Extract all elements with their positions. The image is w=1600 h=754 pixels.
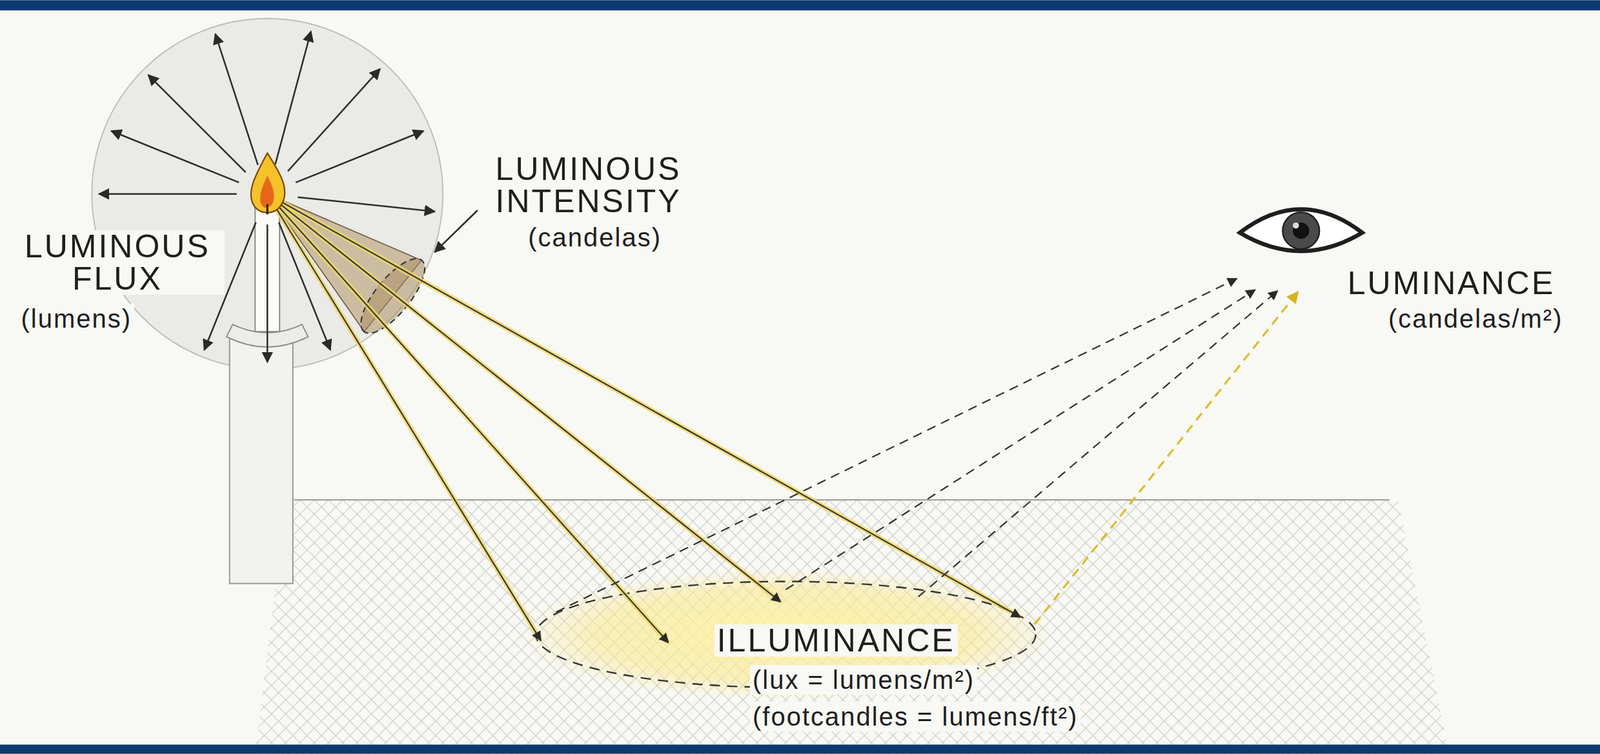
ray-glow	[267, 194, 669, 644]
flux-arrow	[297, 197, 435, 212]
illuminating-rays	[267, 194, 1021, 644]
ray-glow	[267, 194, 781, 603]
quantity-name: LUMINOUS FLUX	[10, 230, 225, 295]
reflected-arrow	[1034, 291, 1298, 625]
quantity-name: ILLUMINANCE	[714, 624, 958, 658]
bottom-bar	[0, 744, 1600, 754]
ray-arrow	[267, 194, 541, 641]
eye-iris	[1282, 212, 1320, 250]
eye-symbol	[1239, 209, 1363, 252]
quantity-name: LUMINANCE	[1345, 267, 1558, 300]
ray-arrow	[267, 194, 1021, 618]
eye-pupil	[1292, 222, 1309, 239]
flame-outer	[251, 152, 286, 213]
wick	[266, 204, 269, 215]
reflected-arrow	[918, 291, 1278, 598]
flux-arrow	[148, 74, 246, 173]
flux-arrows	[98, 31, 435, 363]
unit-label: (footcandles = lumens/ft²)	[749, 702, 1081, 732]
reflected-arrow	[556, 278, 1238, 613]
unit-label: (candelas)	[525, 222, 665, 253]
flux-arrow	[266, 224, 269, 363]
candle-column	[229, 336, 294, 585]
floor-hatching	[254, 500, 1449, 754]
pointer-arrow	[435, 210, 478, 253]
ray-glow	[267, 194, 541, 641]
reflected-rays	[556, 278, 1298, 625]
top-bar	[0, 0, 1600, 11]
reflected-arrow	[785, 289, 1255, 590]
ray-arrow	[267, 194, 781, 603]
ray-arrow	[267, 194, 669, 644]
horizon-line	[293, 499, 1390, 501]
eye-outline	[1239, 209, 1363, 252]
ray-glow	[267, 194, 1021, 618]
quantity-name: LUMINOUS INTENSITY	[493, 152, 708, 218]
flux-arrow	[98, 192, 237, 195]
flux-arrow	[274, 31, 311, 165]
unit-label: (lumens)	[18, 303, 135, 334]
flux-arrow	[287, 69, 381, 172]
flux-arrow	[111, 131, 239, 183]
flame-inner	[260, 175, 274, 208]
flux-halo	[91, 18, 443, 370]
unit-label: (lux = lumens/m²)	[749, 665, 978, 696]
eye-highlight	[1292, 222, 1299, 229]
flux-arrow	[295, 131, 424, 183]
unit-label: (candelas/m²)	[1385, 303, 1566, 334]
flux-arrow	[215, 34, 259, 166]
candle-flame	[251, 152, 286, 215]
